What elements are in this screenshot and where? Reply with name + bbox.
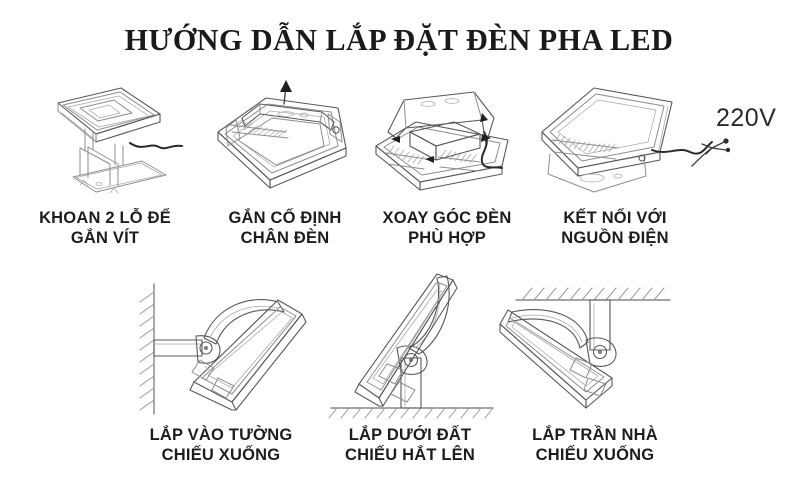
mount-wall-line-2: CHIẾU XUỐNG bbox=[161, 446, 281, 464]
mounting-bracket bbox=[387, 91, 495, 145]
step-3-line-1: XOAY GÓC ĐÈN bbox=[382, 209, 512, 227]
floodlight-body bbox=[217, 97, 347, 189]
step-2-illustration bbox=[200, 70, 370, 200]
mounting-bracket bbox=[547, 153, 647, 193]
step-1-line-1: KHOAN 2 LỖ ĐỂ bbox=[39, 209, 171, 227]
floodlight-body bbox=[189, 299, 307, 411]
step-2-line-1: GẮN CỐ ĐỊNH bbox=[228, 209, 342, 227]
floodlight-body bbox=[375, 121, 509, 191]
mount-wall-caption: LẮP VÀO TƯỜNG CHIẾU XUỐNG bbox=[116, 425, 326, 465]
ground-post bbox=[400, 357, 422, 409]
mount-ground-illustration bbox=[325, 272, 500, 420]
bracket-feet bbox=[191, 359, 235, 399]
bracket-feet bbox=[569, 357, 607, 397]
wall-bracket-arm bbox=[153, 339, 203, 357]
voltage-label: 220V bbox=[716, 104, 777, 132]
pivot-joint bbox=[585, 337, 617, 367]
floodlight-body bbox=[541, 87, 673, 177]
base-plate-icon bbox=[72, 160, 167, 193]
mount-wall-line-1: LẮP VÀO TƯỜNG bbox=[149, 426, 293, 444]
mount-ceiling-caption: LẮP TRẦN NHÀ CHIẾU XUỐNG bbox=[495, 425, 695, 465]
power-plug-icon bbox=[691, 138, 731, 167]
step-2-line-2: CHÂN ĐÈN bbox=[240, 229, 330, 247]
page-title: HƯỚNG DẪN LẮP ĐẶT ĐÈN PHA LED bbox=[124, 22, 674, 57]
mount-ground-caption: LẮP DƯỚI ĐẤT CHIẾU HẮT LÊN bbox=[310, 425, 510, 465]
floodlight-body bbox=[499, 309, 613, 409]
step-4-line-1: KẾT NỐI VỚI bbox=[563, 209, 667, 227]
step-3-line-2: PHÙ HỢP bbox=[408, 229, 486, 247]
mount-ceiling-line-1: LẮP TRẦN NHÀ bbox=[532, 426, 658, 444]
heatsink-fins bbox=[385, 145, 481, 172]
screw-hole-marks bbox=[79, 179, 119, 194]
ground-surface bbox=[328, 407, 494, 419]
mount-wall-illustration bbox=[130, 278, 320, 418]
step-4-illustration bbox=[520, 70, 713, 200]
step-2-caption: GẮN CỐ ĐỊNH CHÂN ĐÈN bbox=[190, 208, 380, 248]
mounting-bracket bbox=[225, 103, 343, 147]
bracket-feet bbox=[378, 363, 416, 403]
mount-ground-line-2: CHIẾU HẮT LÊN bbox=[344, 446, 476, 464]
step-3-caption: XOAY GÓC ĐÈN PHÙ HỢP bbox=[352, 208, 542, 248]
driver-box bbox=[409, 121, 481, 161]
heatsink-fins bbox=[229, 119, 289, 139]
step-4-caption: KẾT NỐI VỚI NGUỒN ĐIỆN bbox=[520, 208, 710, 248]
mount-ceiling-line-2: CHIẾU XUỐNG bbox=[535, 446, 655, 464]
ceiling-post bbox=[589, 299, 611, 351]
step-1-illustration bbox=[10, 70, 200, 200]
mount-ceiling-illustration bbox=[490, 278, 675, 418]
rotation-arrows bbox=[391, 113, 491, 163]
step-4-line-2: NGUỒN ĐIỆN bbox=[561, 229, 669, 247]
floodlight-body bbox=[354, 273, 458, 407]
floodlight-body bbox=[57, 87, 161, 143]
mounting-bracket bbox=[408, 275, 450, 355]
heatsink-fins bbox=[551, 133, 619, 160]
ceiling-surface bbox=[515, 287, 671, 301]
pivot-joint bbox=[195, 335, 221, 364]
step-1-line-2: GẮN VÍT bbox=[70, 229, 140, 247]
mounting-bracket bbox=[203, 299, 285, 345]
wall-surface bbox=[139, 283, 155, 415]
step-1-caption: KHOAN 2 LỖ ĐỂ GẮN VÍT bbox=[10, 208, 200, 248]
mount-ground-line-1: LẮP DƯỚI ĐẤT bbox=[348, 426, 472, 444]
step-3-illustration bbox=[362, 70, 532, 200]
direction-arrow-up bbox=[280, 80, 292, 105]
